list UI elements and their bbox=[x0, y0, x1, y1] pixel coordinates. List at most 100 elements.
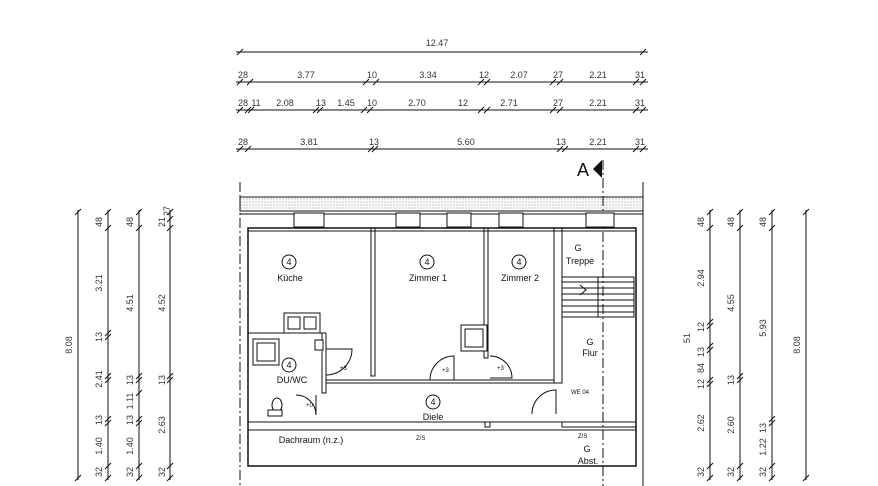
dim-label: 10 bbox=[367, 98, 377, 108]
dim-label: 4.55 bbox=[726, 294, 736, 312]
hatch-label: Z/S bbox=[416, 436, 425, 442]
dimension-tick bbox=[236, 106, 244, 114]
dim-label: 13 bbox=[94, 332, 104, 342]
right-dim-col-3: 48 5.93 13 1.22 32 bbox=[758, 217, 768, 477]
dim-label: 13 bbox=[125, 415, 135, 425]
dimension-tick bbox=[247, 106, 255, 114]
dim-label: 32 bbox=[696, 467, 706, 477]
door-mark: +3 bbox=[497, 366, 505, 372]
door-mark: +3 bbox=[442, 368, 450, 374]
dim-label: 12 bbox=[696, 379, 706, 389]
left-dim-col-2: 48 4.51 13 1.11 13 1.40 32 bbox=[125, 217, 135, 477]
dim-label: 27 bbox=[553, 70, 563, 80]
dim-label: 1.40 bbox=[125, 437, 135, 455]
dim-label: 27 bbox=[553, 98, 563, 108]
right-dim-col-2: 48 4.55 13 2.60 32 bbox=[726, 217, 736, 477]
dimension-tick bbox=[246, 78, 254, 86]
dim-label: 27 bbox=[162, 206, 172, 216]
dimension-tick bbox=[632, 106, 640, 114]
dim-label: 13 bbox=[556, 137, 566, 147]
room-name-duwc: DU/WC bbox=[277, 375, 308, 385]
room-number: 4 bbox=[424, 257, 429, 267]
dimension-tick bbox=[556, 106, 564, 114]
hatch-label: Z/S bbox=[578, 434, 587, 440]
room-name-diele: Diele bbox=[423, 412, 444, 422]
window-row bbox=[293, 212, 615, 228]
room-number: G bbox=[586, 337, 593, 347]
dim-label: 2.62 bbox=[696, 414, 706, 432]
dim-label: 3.81 bbox=[300, 137, 318, 147]
dim-label: 84 bbox=[696, 363, 706, 373]
dim-label: 13 bbox=[157, 375, 167, 385]
room-number: 4 bbox=[286, 360, 291, 370]
dim-label: 1.22 bbox=[758, 438, 768, 456]
dimension-tick bbox=[236, 145, 244, 153]
dim-label: 28 bbox=[238, 98, 248, 108]
dimension-tick bbox=[561, 145, 569, 153]
dimension-tick bbox=[244, 106, 252, 114]
dim-label: 2.41 bbox=[94, 370, 104, 388]
dimension-tick bbox=[371, 145, 379, 153]
dim-label: 3.77 bbox=[297, 70, 315, 80]
dim-label: 2.21 bbox=[589, 70, 607, 80]
section-letter: A bbox=[577, 160, 589, 180]
dimension-tick bbox=[372, 78, 380, 86]
dimension-tick bbox=[549, 106, 557, 114]
dim-label: 28 bbox=[238, 137, 248, 147]
dim-label: 1.45 bbox=[337, 98, 355, 108]
dimension-tick bbox=[549, 78, 557, 86]
dim-label: 28 bbox=[238, 70, 248, 80]
dim-label: 31 bbox=[635, 137, 645, 147]
total-width-label: 12.47 bbox=[426, 38, 449, 48]
room-number: G bbox=[574, 243, 581, 253]
dim-label: 3.34 bbox=[419, 70, 437, 80]
dim-label: 2.21 bbox=[589, 137, 607, 147]
dimension-tick bbox=[556, 78, 564, 86]
dimension-tick bbox=[639, 48, 647, 56]
dimension-tick bbox=[367, 145, 375, 153]
dimension-tick bbox=[632, 78, 640, 86]
dim-label: 32 bbox=[157, 467, 167, 477]
dim-label: 10 bbox=[367, 70, 377, 80]
dimension-tick bbox=[312, 106, 320, 114]
room-number: 4 bbox=[430, 397, 435, 407]
room-name-treppe: Treppe bbox=[566, 256, 594, 266]
dimension-tick bbox=[483, 106, 491, 114]
room-name-zimmer-1: Zimmer 1 bbox=[409, 273, 447, 283]
dim-label: 1.40 bbox=[94, 437, 104, 455]
dim-label: 32 bbox=[726, 467, 736, 477]
dimension-tick bbox=[366, 106, 374, 114]
dim-label: 32 bbox=[758, 467, 768, 477]
left-dimension-chains bbox=[77, 210, 171, 480]
room-name-flur: Flur bbox=[582, 348, 598, 358]
dim-label: 31 bbox=[635, 70, 645, 80]
room-number-circles bbox=[281, 254, 527, 410]
dim-label: 8.08 bbox=[792, 336, 802, 354]
dim-label: 2.94 bbox=[696, 269, 706, 287]
dimension-tick bbox=[632, 145, 640, 153]
dim-label: 32 bbox=[94, 467, 104, 477]
dim-label: 32 bbox=[125, 467, 135, 477]
dim-label: 48 bbox=[696, 217, 706, 227]
left-dim-col-1: 48 3.21 13 2.41 13 1.40 32 bbox=[94, 217, 104, 477]
dim-label: 2.63 bbox=[157, 416, 167, 434]
dim-label: 48 bbox=[726, 217, 736, 227]
dim-label: 2.08 bbox=[276, 98, 294, 108]
dim-label: 12 bbox=[479, 70, 489, 80]
dim-label: 13 bbox=[726, 375, 736, 385]
dim-label: 8.08 bbox=[64, 336, 74, 354]
left-dim-col-3: 21 27 4.52 13 2.63 32 bbox=[157, 206, 172, 477]
door-height-marks: +0 +3 +3 +3 WE 04 Z/S Z/S bbox=[306, 366, 590, 442]
dimension-tick bbox=[360, 106, 368, 114]
outlet-icon bbox=[484, 421, 491, 428]
dim-label: 5.93 bbox=[758, 319, 768, 337]
left-dim-total: 8.08 bbox=[64, 336, 74, 354]
dim-label: 13 bbox=[125, 375, 135, 385]
room-name-zimmer-2: Zimmer 2 bbox=[501, 273, 539, 283]
dim-label: 51 bbox=[682, 333, 692, 343]
we-label: WE 04 bbox=[571, 390, 590, 396]
dim-label: 31 bbox=[635, 98, 645, 108]
dim-label: 13 bbox=[369, 137, 379, 147]
dim-label: 12 bbox=[696, 322, 706, 332]
dimension-tick bbox=[316, 106, 324, 114]
